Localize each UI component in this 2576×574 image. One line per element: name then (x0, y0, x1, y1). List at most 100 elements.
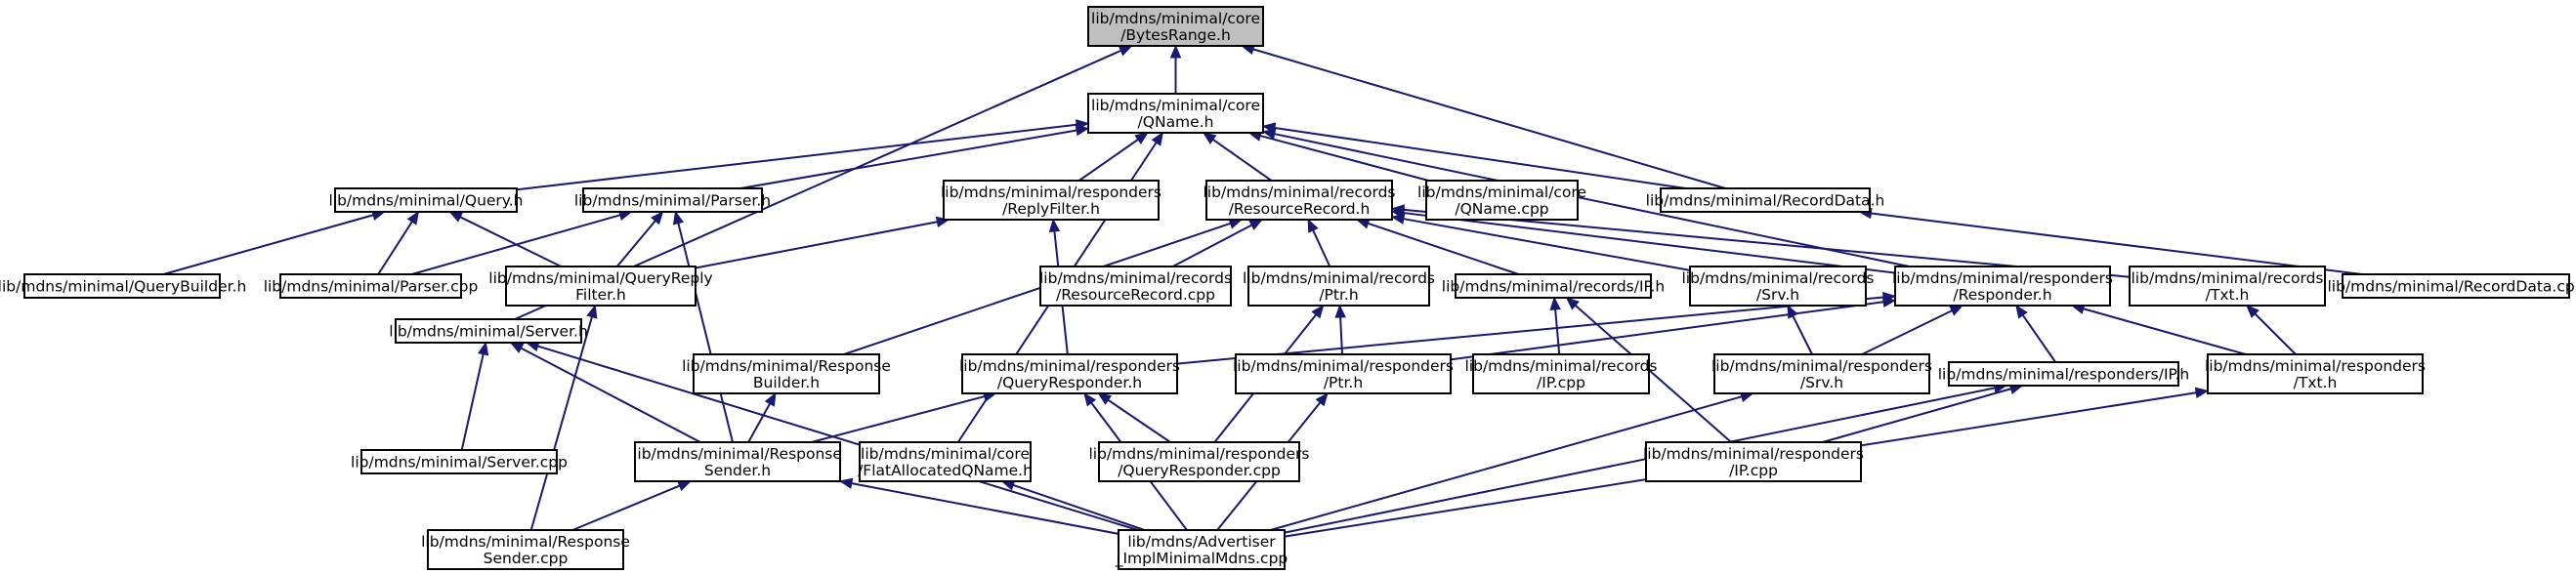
node-resourcerecord_h[interactable]: lib/mdns/minimal/records/ResourceRecord.… (1204, 180, 1396, 221)
node-label-line: /IP.cpp (1729, 462, 1778, 479)
node-flatallocatedqname_h[interactable]: lib/mdns/minimal/core/FlatAllocatedQName… (858, 441, 1033, 482)
node-records_ptr_h[interactable]: lib/mdns/minimal/records/Ptr.h (1243, 266, 1435, 307)
node-parser_h[interactable]: lib/mdns/minimal/Parser.h (574, 187, 771, 213)
node-box (1472, 353, 1650, 394)
node-label-line: /Responder.h (1953, 286, 2051, 304)
node-label-line: lib/mdns/minimal/core (1417, 184, 1586, 201)
node-records_txt_h[interactable]: lib/mdns/minimal/records/Txt.h (2129, 266, 2326, 307)
edge-line (843, 222, 1231, 355)
node-box (1713, 353, 1930, 394)
edge-responders_ip_cpp-to-records_ip_h (1565, 297, 1732, 443)
edge-line (1274, 133, 1910, 267)
node-responders_srv_h[interactable]: lib/mdns/minimal/responders/Srv.h (1711, 353, 1932, 394)
edge-line (739, 129, 1077, 189)
node-qname[interactable]: lib/mdns/minimal/core/QName.h (1087, 93, 1264, 134)
node-label-line: lib/mdns/minimal/Server.cpp (351, 454, 568, 472)
node-box (1425, 180, 1579, 221)
node-label-line: /Srv.h (1800, 374, 1843, 391)
arrowhead-icon (1565, 297, 1580, 310)
arrowhead-icon (586, 304, 598, 319)
node-responders_ip_h[interactable]: lib/mdns/minimal/responders/IP.h (1938, 361, 2189, 387)
arrowhead-icon (448, 211, 464, 223)
node-box (1645, 441, 1862, 482)
node-responders_ip_cpp[interactable]: lib/mdns/minimal/responders/IP.cpp (1643, 441, 1864, 482)
node-queryresponder_h[interactable]: lib/mdns/minimal/responders/QueryRespond… (959, 353, 1180, 394)
node-box (1455, 273, 1652, 299)
node-label-line: lib/mdns/minimal/records (1039, 269, 1232, 287)
node-server_h[interactable]: lib/mdns/minimal/Server.h (389, 318, 588, 344)
node-label-line: lib/mdns/minimal/Server.h (389, 323, 588, 341)
node-box (1087, 6, 1264, 47)
node-recorddata_cpp[interactable]: lib/mdns/minimal/RecordData.cpp (2327, 273, 2576, 299)
node-label-line: lib/mdns/minimal/responders (959, 357, 1180, 375)
edge-line (1172, 224, 1252, 267)
node-replyfilter_h[interactable]: lib/mdns/minimal/responders/ReplyFilter.… (941, 180, 1161, 221)
edge-line (520, 347, 701, 443)
node-querybuilder_h[interactable]: lib/mdns/minimal/QueryBuilder.h (0, 273, 246, 299)
arrowhead-icon (1151, 131, 1163, 146)
node-label-line: lib/mdns/minimal/responders (941, 184, 1161, 201)
node-records_srv_h[interactable]: lib/mdns/minimal/records/Srv.h (1682, 266, 1875, 307)
node-advertiser_cpp[interactable]: lib/mdns/Advertiser_ImplMinimalMdns.cpp (1115, 529, 1288, 570)
edge-line (460, 353, 485, 451)
node-label-line: /FlatAllocatedQName.h (858, 462, 1033, 479)
edge-line (1270, 395, 1743, 531)
edge-resourcerecord_cpp-to-resourcerecord_h (1172, 219, 1264, 267)
node-box (334, 187, 518, 213)
edge-line (1403, 218, 1691, 271)
node-label-line: lib/mdns/minimal/Response (682, 357, 891, 375)
edge-line (677, 223, 735, 443)
node-label-line: lib/mdns/minimal/Parser.h (574, 192, 771, 210)
node-bytesrange[interactable]: lib/mdns/minimal/core/BytesRange.h (1087, 6, 1264, 47)
edge-line (1861, 309, 1953, 355)
edge-line (537, 345, 1139, 531)
edge-qname-to-bytesrange (1169, 44, 1182, 94)
arrowhead-icon (1118, 45, 1133, 57)
node-recorddata_h[interactable]: lib/mdns/minimal/RecordData.h (1646, 187, 1885, 213)
node-queryresponder_cpp[interactable]: lib/mdns/minimal/responders/QueryRespond… (1088, 441, 1310, 482)
node-records_ip_cpp[interactable]: lib/mdns/minimal/records/IP.cpp (1465, 353, 1658, 394)
edge-line (1450, 301, 1884, 361)
node-query_h[interactable]: lib/mdns/minimal/Query.h (328, 187, 524, 213)
edge-line (377, 221, 413, 275)
node-responders_ptr_h[interactable]: lib/mdns/minimal/responders/Ptr.h (1233, 353, 1454, 394)
edge-responsesender_cpp-to-queryreplyfilter_h (529, 304, 598, 531)
edge-line (1284, 387, 1996, 534)
arrowhead-icon (1083, 391, 1097, 407)
edge-line (163, 214, 374, 275)
node-responder_h[interactable]: lib/mdns/minimal/responders/Responder.h (1892, 266, 2113, 307)
node-label-line: /ResourceRecord.h (1229, 200, 1371, 218)
node-label-line: /Ptr.h (1319, 286, 1358, 304)
node-label-line: lib/mdns/minimal/records/IP.h (1442, 278, 1665, 296)
edge-line (1259, 135, 1429, 182)
edge-recorddata_cpp-to-recorddata_h (1858, 207, 2362, 275)
node-parser_cpp[interactable]: lib/mdns/minimal/Parser.cpp (264, 273, 479, 299)
node-responders_txt_h[interactable]: lib/mdns/minimal/responders/Txt.h (2205, 353, 2426, 394)
node-server_cpp[interactable]: lib/mdns/minimal/Server.cpp (351, 449, 568, 474)
node-box (2129, 266, 2326, 307)
edge-line (1403, 212, 1896, 274)
node-box (693, 353, 880, 394)
node-label-line: /Ptr.h (1324, 374, 1363, 391)
arrowhead-icon (1048, 218, 1061, 233)
node-box (1118, 529, 1286, 570)
arrowhead-icon (677, 480, 692, 492)
node-label-line: lib/mdns/minimal/RecordData.h (1646, 192, 1885, 210)
node-label-line: Builder.h (753, 374, 820, 391)
node-resourcerecord_cpp[interactable]: lib/mdns/minimal/records/ResourceRecord.… (1039, 266, 1232, 307)
node-label-line: Sender.cpp (484, 550, 569, 567)
node-box (279, 273, 462, 299)
node-box (943, 180, 1160, 221)
node-box (2342, 273, 2570, 299)
node-label-line: /QName.cpp (1455, 200, 1548, 218)
edge-line (615, 220, 656, 267)
node-records_ip_h[interactable]: lib/mdns/minimal/records/IP.h (1442, 273, 1665, 299)
node-qname_cpp[interactable]: lib/mdns/minimal/core/QName.cpp (1417, 180, 1586, 221)
edge-queryresponder_cpp-to-queryresponder_h (1097, 392, 1171, 443)
edge-line (459, 216, 562, 267)
node-label-line: /QueryResponder.cpp (1118, 462, 1281, 479)
